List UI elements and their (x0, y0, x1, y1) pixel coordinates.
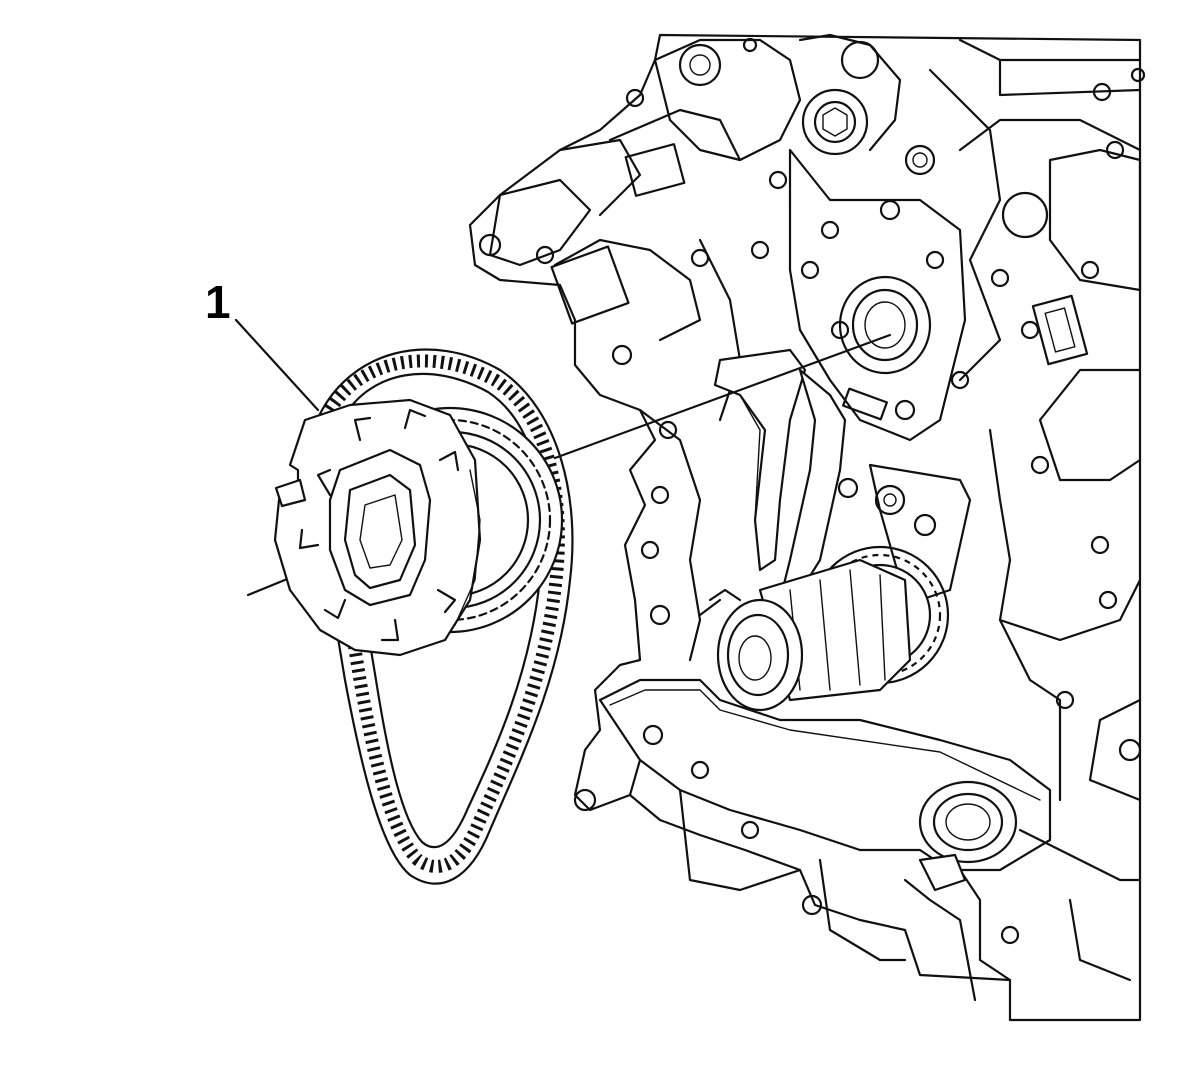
timing-chain (316, 348, 574, 885)
callout-leader-line (234, 318, 320, 412)
camshaft-holding-tool (273, 398, 482, 657)
callout-1: 1 (205, 276, 320, 412)
callout-label: 1 (205, 276, 231, 328)
engine-block (468, 33, 1146, 1022)
guide-line-upper (553, 333, 892, 460)
